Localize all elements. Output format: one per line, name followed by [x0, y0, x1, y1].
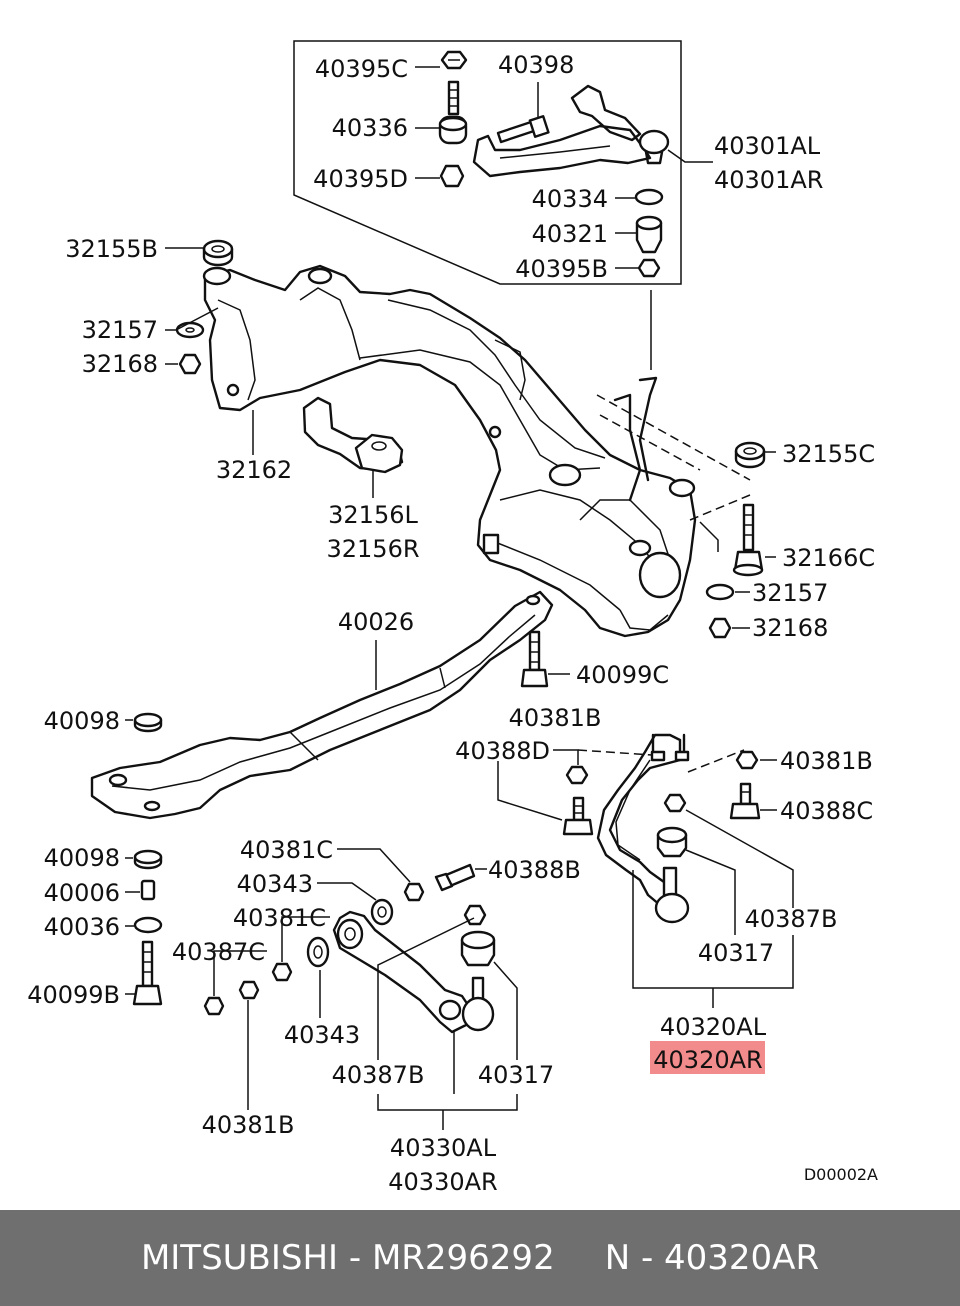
nut-icon: [637, 258, 661, 278]
lower-link-arm: [332, 910, 495, 1034]
part-label: 40006: [44, 879, 120, 907]
nut-icon: [403, 882, 425, 902]
part-label: 40395B: [515, 255, 608, 283]
diagram-code: D00002A: [804, 1165, 878, 1184]
part-label: 40317: [698, 939, 774, 967]
part-label: 32157: [752, 579, 828, 607]
nut-icon: [271, 962, 293, 982]
part-label: 40334: [532, 185, 608, 213]
highlight-box: [650, 1041, 765, 1074]
part-label: 32155C: [782, 440, 875, 468]
bolt-icon: [438, 80, 468, 145]
bolt-icon: [496, 115, 550, 144]
part-label: 40099B: [27, 981, 120, 1009]
bolt-icon: [132, 940, 163, 1006]
upper-arm-inset-frame: [293, 40, 682, 285]
part-label: 40098: [44, 707, 120, 735]
part-label: 40036: [44, 913, 120, 941]
spacer-icon: [306, 936, 330, 968]
part-label: 40388D: [455, 737, 550, 765]
boot-ring: [634, 188, 664, 206]
part-label: 40320AL: [660, 1013, 767, 1041]
part-label: 40381B: [509, 704, 602, 732]
part-label: 40388C: [780, 797, 873, 825]
collar-icon: [140, 879, 156, 901]
part-label: 40301AL: [714, 132, 821, 160]
part-label: 40317: [478, 1061, 554, 1089]
mount-bushing-icon: [133, 849, 163, 870]
washer-icon: [175, 321, 205, 339]
part-label: 40321: [532, 220, 608, 248]
part-label: 40098: [44, 844, 120, 872]
part-label: 40026: [338, 608, 414, 636]
bushing-icon: [460, 930, 496, 967]
part-label: 40395C: [315, 55, 408, 83]
bushing-icon: [656, 826, 688, 858]
part-label: 40336: [332, 114, 408, 142]
part-label: 40381B: [202, 1111, 295, 1139]
front-crossmember: [202, 264, 697, 638]
lower-control-arm: [596, 733, 690, 924]
mount-bushing-icon: [202, 239, 234, 267]
part-label: 40381B: [780, 747, 873, 775]
part-label: 32155B: [65, 235, 158, 263]
nut-icon: [440, 50, 468, 70]
nut-icon: [238, 980, 260, 1000]
part-label: 32162: [216, 456, 292, 484]
part-label-highlighted: 40320AR: [653, 1046, 762, 1074]
part-label: 40381C: [240, 836, 333, 864]
part-label: 32156R: [326, 535, 419, 563]
part-label: 40301AR: [714, 166, 823, 194]
washer-icon: [133, 712, 163, 733]
part-label: 32156L: [328, 501, 418, 529]
bushing-icon: [635, 215, 663, 254]
part-label: 40381C: [233, 904, 326, 932]
part-label: 40398: [498, 51, 574, 79]
washer-icon: [133, 916, 163, 934]
lower-brace: [90, 590, 554, 820]
part-label: 40099C: [576, 661, 669, 689]
bolt-icon: [562, 796, 594, 836]
part-label: 32166C: [782, 544, 875, 572]
part-label: 40343: [284, 1021, 360, 1049]
footer-catalog-number: N - 40320AR: [604, 1238, 820, 1278]
nut-icon: [663, 793, 687, 813]
part-label: 40395D: [313, 165, 408, 193]
part-label: 40387B: [745, 905, 838, 933]
footer-part-number: MITSUBISHI - MR296292: [140, 1238, 555, 1278]
part-label: 32168: [82, 350, 158, 378]
part-label: 32168: [752, 614, 828, 642]
nut-icon: [735, 750, 759, 770]
bolt-icon: [520, 630, 549, 688]
bolt-icon: [732, 503, 764, 577]
mount-bushing-icon: [734, 441, 766, 469]
footer-bar: MITSUBISHI - MR296292 N - 40320AR: [0, 1210, 960, 1306]
part-label: 40387B: [332, 1061, 425, 1089]
part-label: 32157: [82, 316, 158, 344]
part-label: 40388B: [488, 856, 581, 884]
nut-icon: [203, 996, 225, 1016]
nut-icon: [178, 353, 202, 375]
part-label: 40330AR: [388, 1168, 497, 1196]
nut-icon: [565, 765, 589, 785]
exploded-parts-diagram: 40395C 40398 40336 40395D 40301AL 40301A…: [27, 40, 878, 1196]
rear-mount-bracket: [302, 396, 404, 474]
part-label: 40387C: [172, 938, 265, 966]
bolt-icon: [434, 863, 476, 892]
spacer-icon: [370, 898, 394, 926]
part-label: 40330AL: [390, 1134, 497, 1162]
part-label: 40343: [237, 870, 313, 898]
nut-icon: [708, 617, 732, 639]
washer-icon: [705, 583, 735, 601]
nut-icon: [439, 164, 465, 188]
upper-control-arm: [472, 84, 670, 178]
bolt-icon: [729, 782, 761, 820]
